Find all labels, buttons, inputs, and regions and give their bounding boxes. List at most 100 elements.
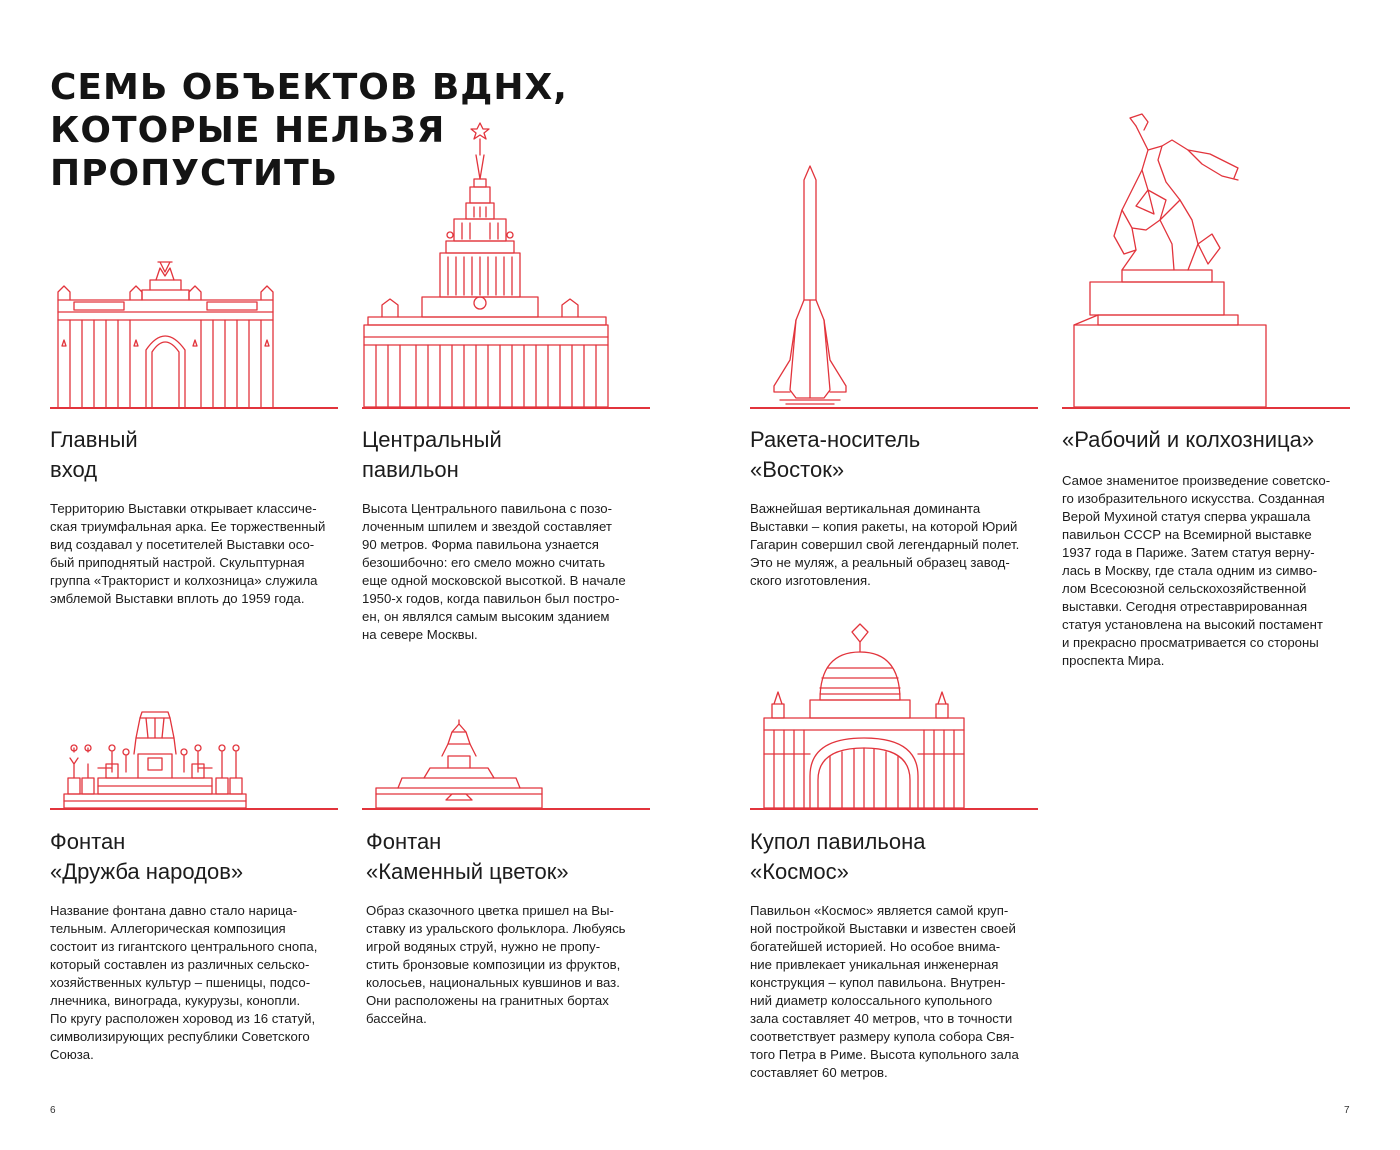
body-line: Название фонтана давно стало нарица- bbox=[50, 903, 298, 918]
body-line: лась в Москву, где стала одним из симво- bbox=[1062, 563, 1318, 578]
body-line: бый приподнятый настрой. Скульптурная bbox=[50, 555, 305, 570]
body-line: ной постройкой Выставки и известен своей bbox=[750, 921, 1016, 936]
body-line: Высота Центрального павильона с позо- bbox=[362, 501, 612, 516]
item-title-line: павильон bbox=[362, 457, 459, 482]
body-line: тельным. Аллегорическая композиция bbox=[50, 921, 286, 936]
baseline-central bbox=[362, 407, 650, 409]
baseline-worker bbox=[1062, 407, 1350, 409]
body-line: группа «Тракторист и колхозница» служила bbox=[50, 573, 318, 588]
body-line: хозяйственных культур – пшеницы, подсо- bbox=[50, 975, 311, 990]
item-title-central-pavilion: Центральный павильон bbox=[362, 425, 502, 485]
cosmos-dome-icon bbox=[750, 618, 1040, 810]
title-line-3: ПРОПУСТИТЬ bbox=[50, 153, 339, 194]
body-line: 90 метров. Форма павильона узнается bbox=[362, 537, 599, 552]
body-line: ние привлекает уникальная инженерная bbox=[750, 957, 999, 972]
body-line: проспекта Мира. bbox=[1062, 653, 1165, 668]
item-title-line: «Восток» bbox=[750, 457, 845, 482]
body-line: лом Всесоюзной сельскохозяйственной bbox=[1062, 581, 1307, 596]
body-line: ская триумфальная арка. Ее торжественный bbox=[50, 519, 326, 534]
body-line: Павильон «Космос» является самой круп- bbox=[750, 903, 1009, 918]
body-line: колосьев, национальных кувшинов и ваз. bbox=[366, 975, 620, 990]
central-pavilion-icon bbox=[362, 115, 652, 410]
body-line: ского изготовления. bbox=[750, 573, 871, 588]
body-line: эмблемой Выставки вплоть до 1959 года. bbox=[50, 591, 305, 606]
item-title-line: «Космос» bbox=[750, 859, 849, 884]
body-line: го изобразительного искусства. Созданная bbox=[1062, 491, 1325, 506]
item-title-line: Фонтан bbox=[50, 829, 126, 854]
page-number-right: 7 bbox=[1344, 1105, 1350, 1116]
body-line: Они расположены на гранитных бортах bbox=[366, 993, 609, 1008]
body-line: зала составляет 40 метров, что в точност… bbox=[750, 1011, 1013, 1026]
body-line: стить бронзовые композиции из фруктов, bbox=[366, 957, 621, 972]
body-line: еще одной московской высоткой. В начале bbox=[362, 573, 626, 588]
body-line: Территорию Выставки открывает классиче- bbox=[50, 501, 317, 516]
friendship-fountain-icon bbox=[50, 708, 340, 810]
baseline-arch bbox=[50, 407, 338, 409]
body-line: который составлен из различных сельско- bbox=[50, 957, 310, 972]
item-title-friendship-fountain: Фонтан «Дружба народов» bbox=[50, 827, 243, 887]
body-line: и прекрасно просматривается со стороны bbox=[1062, 635, 1319, 650]
item-title-line: Купол павильона bbox=[750, 829, 926, 854]
item-body-main-entrance: Территорию Выставки открывает классиче- … bbox=[50, 500, 325, 608]
item-body-cosmos: Павильон «Космос» является самой круп- н… bbox=[750, 902, 1019, 1082]
body-line: 1950-х годов, когда павильон был постро- bbox=[362, 591, 620, 606]
body-line: на севере Москвы. bbox=[362, 627, 478, 642]
body-line: безошибочно: его смело можно считать bbox=[362, 555, 606, 570]
body-line: 1937 года в Париже. Затем статуя верну- bbox=[1062, 545, 1315, 560]
item-title-line: «Рабочий и колхозница» bbox=[1062, 427, 1315, 452]
body-line: лнечника, винограда, кукурузы, конопли. bbox=[50, 993, 301, 1008]
item-title-line: Ракета-носитель bbox=[750, 427, 921, 452]
body-line: Союза. bbox=[50, 1047, 94, 1062]
baseline-stone-flower bbox=[362, 808, 650, 810]
item-title-worker: «Рабочий и колхозница» bbox=[1062, 425, 1314, 455]
body-line: состоит из гигантского центрального сноп… bbox=[50, 939, 318, 954]
item-title-line: «Дружба народов» bbox=[50, 859, 244, 884]
body-line: ставку из уральского фольклора. Любуясь bbox=[366, 921, 626, 936]
triumphal-arch-icon bbox=[50, 250, 340, 410]
body-line: По кругу расположен хоровод из 16 статуй… bbox=[50, 1011, 316, 1026]
body-line: Важнейшая вертикальная доминанта bbox=[750, 501, 981, 516]
body-line: Гагарин совершил свой легендарный полет. bbox=[750, 537, 1020, 552]
item-title-stone-flower: Фонтан «Каменный цветок» bbox=[366, 827, 569, 887]
body-line: Выставки – копия ракеты, на которой Юрий bbox=[750, 519, 1018, 534]
baseline-rocket bbox=[750, 407, 1038, 409]
baseline-friendship bbox=[50, 808, 338, 810]
body-line: конструкция – купол павильона. Внутрен- bbox=[750, 975, 1006, 990]
rocket-icon bbox=[750, 160, 1040, 410]
body-line: Образ сказочного цветка пришел на Вы- bbox=[366, 903, 614, 918]
baseline-cosmos bbox=[750, 808, 1038, 810]
item-title-line: вход bbox=[50, 457, 98, 482]
body-line: богатейшей историей. Но особое внима- bbox=[750, 939, 1001, 954]
item-body-rocket: Важнейшая вертикальная доминанта Выставк… bbox=[750, 500, 1019, 590]
stone-flower-fountain-icon bbox=[362, 718, 652, 810]
item-title-line: Фонтан bbox=[366, 829, 442, 854]
item-title-cosmos: Купол павильона «Космос» bbox=[750, 827, 925, 887]
page-title: СЕМЬ ОБЪЕКТОВ ВДНХ, КОТОРЫЕ НЕЛЬЗЯ ПРОПУ… bbox=[50, 66, 650, 195]
item-title-main-entrance: Главный вход bbox=[50, 425, 138, 485]
body-line: того Петра в Риме. Высота купольного зал… bbox=[750, 1047, 1019, 1062]
body-line: Верой Мухиной статуя сперва украшала bbox=[1062, 509, 1311, 524]
body-line: павильон СССР на Всемирной выставке bbox=[1062, 527, 1312, 542]
item-title-rocket: Ракета-носитель «Восток» bbox=[750, 425, 920, 485]
body-line: ний диаметр колоссального купольного bbox=[750, 993, 993, 1008]
body-line: ен, он являлся самым высоким зданием bbox=[362, 609, 610, 624]
page-number-left: 6 bbox=[50, 1105, 56, 1116]
title-line-2: КОТОРЫЕ НЕЛЬЗЯ bbox=[50, 110, 446, 151]
body-line: выставки. Сегодня отреставрированная bbox=[1062, 599, 1308, 614]
body-line: статуя установлена на высокий постамент bbox=[1062, 617, 1323, 632]
item-body-stone-flower: Образ сказочного цветка пришел на Вы- ст… bbox=[366, 902, 626, 1028]
body-line: лоченным шпилем и звездой составляет bbox=[362, 519, 612, 534]
item-body-friendship-fountain: Название фонтана давно стало нарица- тел… bbox=[50, 902, 317, 1064]
body-line: вид создавал у посетителей Выставки осо- bbox=[50, 537, 315, 552]
item-title-line: Главный bbox=[50, 427, 138, 452]
worker-and-kolkhoz-woman-icon bbox=[1062, 110, 1352, 410]
body-line: соответствует размеру купола собора Свя- bbox=[750, 1029, 1015, 1044]
item-body-central-pavilion: Высота Центрального павильона с позо- ло… bbox=[362, 500, 626, 644]
body-line: бассейна. bbox=[366, 1011, 427, 1026]
body-line: игрой водяных струй, нужно не пропу- bbox=[366, 939, 601, 954]
body-line: составляет 60 метров. bbox=[750, 1065, 888, 1080]
item-title-line: Центральный bbox=[362, 427, 502, 452]
body-line: символизирующих республики Советского bbox=[50, 1029, 310, 1044]
body-line: Это не муляж, а реальный образец завод- bbox=[750, 555, 1010, 570]
item-body-worker: Самое знаменитое произведение советско- … bbox=[1062, 472, 1330, 670]
